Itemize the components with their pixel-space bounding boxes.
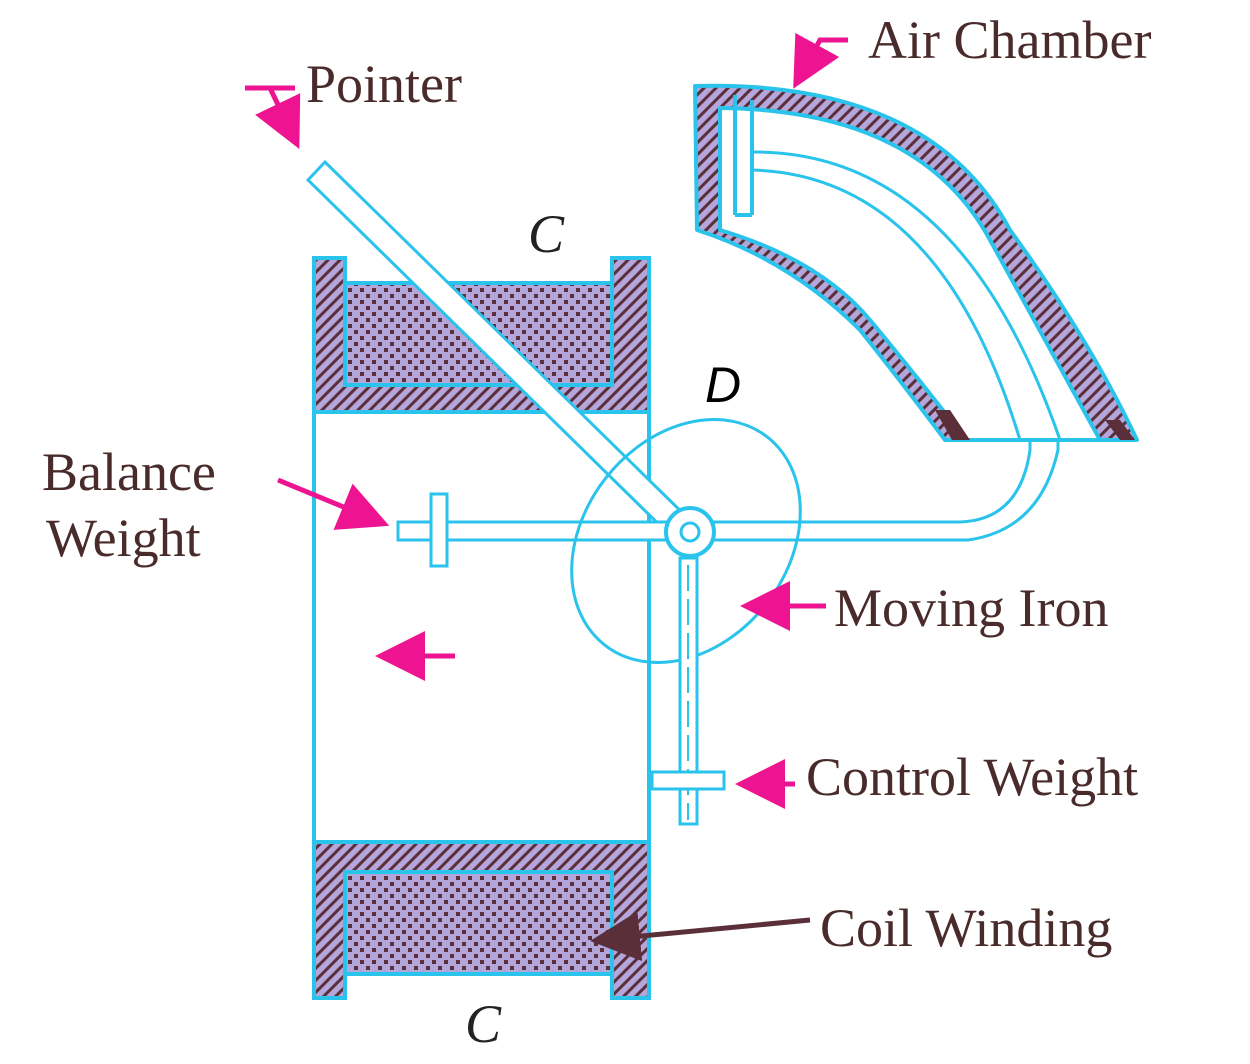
control-weight-label: Control Weight (806, 747, 1138, 807)
pointer-arrow (245, 85, 301, 150)
coil-winding-arrow (590, 911, 811, 962)
coil-frame (312, 256, 651, 1000)
air-chamber (693, 83, 1139, 442)
disc-label: D (705, 357, 741, 413)
coil-winding-label: Coil Winding (820, 898, 1112, 958)
balance-weight-label-line2: Weight (46, 508, 201, 568)
coil-bottom-label: C (465, 994, 502, 1054)
air-chamber-arrow (793, 32, 848, 89)
pointer-label: Pointer (306, 54, 462, 114)
balance-weight-label-line1: Balance (42, 442, 216, 502)
coil-top-label: C (528, 204, 565, 264)
moving-iron-label: Moving Iron (834, 578, 1108, 638)
balance-weight-arrow (277, 477, 390, 530)
control-weight (650, 556, 726, 826)
spindle-arm (396, 440, 1060, 568)
air-chamber-label: Air Chamber (868, 10, 1151, 70)
pivot (664, 506, 716, 558)
